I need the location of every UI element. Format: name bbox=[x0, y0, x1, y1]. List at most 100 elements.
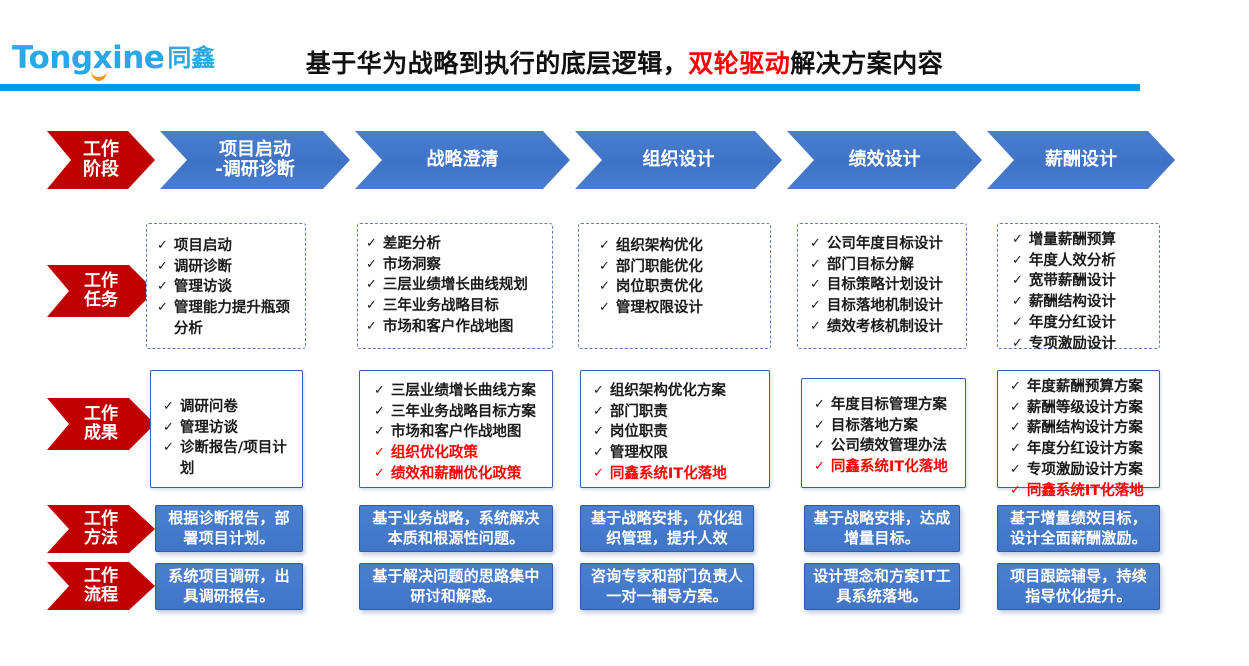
list-item: ✓公司绩效管理办法 bbox=[814, 436, 961, 457]
header-divider-bar bbox=[0, 84, 1140, 91]
list-item: ✓管理权限设计 bbox=[599, 298, 764, 319]
row-label-tasks: 工作 任务 bbox=[47, 265, 155, 317]
stage-chevron-3[interactable]: 组织设计 bbox=[575, 131, 782, 189]
list-item-text: 组织架构优化 bbox=[615, 238, 703, 254]
check-icon: ✓ bbox=[374, 465, 385, 481]
list-item: ✓ 岗位职责优化 bbox=[599, 277, 764, 298]
row-label-methods-text: 工作 方法 bbox=[84, 508, 118, 548]
list-item: ✓目标落地方案 bbox=[814, 416, 961, 437]
check-icon: ✓ bbox=[366, 236, 377, 251]
methods-cell-2: 基于业务战略，系统解决本质和根源性问题。 bbox=[359, 505, 553, 552]
page-title-prefix: 基于华为战略到执行的底层逻辑， bbox=[305, 49, 689, 78]
list-item: ✓调研诊断 bbox=[157, 257, 297, 278]
list-item: ✓ 差距分析 bbox=[366, 234, 546, 255]
list-item: ✓同鑫系统IT化落地 bbox=[593, 464, 765, 485]
list-item: ✓调研问卷 bbox=[163, 397, 296, 418]
list-item-text: 市场和客户作战地图 bbox=[382, 318, 514, 335]
stage-chevron-5-label: 薪酬设计 bbox=[1045, 148, 1117, 170]
check-icon: ✓ bbox=[374, 403, 385, 419]
list-item: ✓年度人效分析 bbox=[1012, 251, 1155, 272]
check-icon: ✓ bbox=[599, 279, 610, 295]
list-item-text: 薪酬结构设计 bbox=[1028, 294, 1116, 311]
tasks-cell-5: ✓增量薪酬预算 ✓年度人效分析 ✓宽带薪酬设计 ✓薪酬结构设计 ✓年度分红设计 … bbox=[997, 223, 1160, 352]
list-item: ✓组织优化政策 bbox=[374, 443, 548, 464]
list-item: ✓三年业务战略目标方案 bbox=[374, 402, 548, 423]
check-icon: ✓ bbox=[814, 397, 825, 412]
list-item: ✓三层业绩增长曲线方案 bbox=[374, 381, 548, 402]
process-text-5: 项目跟踪辅导，持续指导优化提升。 bbox=[1010, 566, 1147, 605]
page-header: Tongxine 同鑫 基于华为战略到执行的底层逻辑，双轮驱动解决方案内容 bbox=[0, 0, 1249, 92]
logo-smile-accent-icon bbox=[91, 68, 107, 81]
methods-cell-1: 根据诊断报告，部署项目计划。 bbox=[155, 505, 303, 552]
methods-cell-4: 基于战略安排，达成增量目标。 bbox=[804, 505, 960, 552]
outcomes-list-5: ✓年度薪酬预算方案 ✓薪酬等级设计方案 ✓薪酬结构设计方案 ✓年度分红设计方案 … bbox=[1010, 377, 1155, 501]
list-item-text: 目标策略计划设计 bbox=[826, 277, 943, 294]
tasks-list-4: ✓公司年度目标设计 ✓部门目标分解 ✓目标策略计划设计 ✓目标落地机制设计 ✓绩… bbox=[810, 234, 962, 338]
list-item-text: 同鑫系统IT化落地 bbox=[609, 465, 727, 482]
row-label-tasks-text: 工作 任务 bbox=[84, 270, 118, 310]
check-icon: ✓ bbox=[1012, 335, 1023, 351]
check-icon: ✓ bbox=[374, 445, 385, 461]
list-item-text: 同鑫系统IT化落地 bbox=[1026, 482, 1144, 499]
outcomes-cell-3: ✓组织架构优化方案 ✓部门职责 ✓岗位职责 ✓管理权限 ✓同鑫系统IT化落地 bbox=[580, 370, 770, 488]
list-item: ✓宽带薪酬设计 bbox=[1012, 271, 1155, 292]
list-item-text: 部门目标分解 bbox=[826, 256, 914, 273]
list-item-text: 年度目标管理方案 bbox=[830, 397, 947, 413]
list-item-text: 差距分析 bbox=[382, 236, 441, 252]
page-title: 基于华为战略到执行的底层逻辑，双轮驱动解决方案内容 bbox=[0, 44, 1249, 80]
stage-chevron-5[interactable]: 薪酬设计 bbox=[987, 131, 1175, 189]
outcomes-list-2: ✓三层业绩增长曲线方案 ✓三年业务战略目标方案 ✓ 市场和客户作战地图 ✓组织优化… bbox=[374, 381, 548, 485]
tasks-cell-4: ✓公司年度目标设计 ✓部门目标分解 ✓目标策略计划设计 ✓目标落地机制设计 ✓绩… bbox=[797, 223, 967, 349]
list-item-text: 岗位职责优化 bbox=[615, 279, 703, 296]
check-icon: ✓ bbox=[366, 298, 377, 314]
tasks-list-3: ✓ 组织架构优化 ✓部门职能优化 ✓ 岗位职责优化 ✓管理权限设计 bbox=[599, 236, 764, 319]
methods-text-3: 基于战略安排，优化组织管理，提升人效 bbox=[590, 508, 743, 547]
list-item: ✓市场和客户作战地图 bbox=[366, 317, 546, 338]
check-icon: ✓ bbox=[374, 383, 385, 398]
list-item: ✓岗位职责 bbox=[593, 422, 765, 443]
list-item: ✓ 专项激励设计 bbox=[1012, 334, 1155, 355]
list-item-text: 市场和客户作战地图 bbox=[390, 424, 522, 441]
stage-chevron-2[interactable]: 战略澄清 bbox=[355, 131, 570, 189]
list-item-text: 专项激励设计 bbox=[1028, 335, 1116, 352]
page-title-suffix: 解决方案内容 bbox=[790, 49, 944, 78]
process-text-3: 咨询专家和部门负责人一对一辅导方案。 bbox=[590, 566, 743, 605]
list-item: ✓部门职责 bbox=[593, 402, 765, 423]
check-icon: ✓ bbox=[157, 300, 168, 316]
list-item: ✓项目启动 bbox=[157, 236, 297, 257]
list-item: ✓部门职能优化 bbox=[599, 257, 764, 278]
list-item-text: 三年业务战略目标 bbox=[382, 298, 499, 315]
list-item: ✓专项激励设计方案 bbox=[1010, 460, 1155, 481]
stage-chevron-1-label: 项目启动 -调研诊断 bbox=[215, 138, 295, 180]
check-icon: ✓ bbox=[1010, 461, 1021, 477]
check-icon: ✓ bbox=[1012, 232, 1023, 247]
stage-chevron-1[interactable]: 项目启动 -调研诊断 bbox=[160, 131, 350, 189]
check-icon: ✓ bbox=[1010, 379, 1021, 394]
methods-cell-3: 基于战略安排，优化组织管理，提升人效 bbox=[580, 505, 754, 552]
list-item-text: 年度分红设计方案 bbox=[1026, 441, 1143, 458]
check-icon: ✓ bbox=[157, 258, 168, 274]
outcomes-list-4: ✓年度目标管理方案 ✓目标落地方案 ✓公司绩效管理办法 ✓同鑫系统IT化落地 bbox=[814, 395, 961, 478]
list-item-text: 调研问卷 bbox=[179, 399, 238, 415]
list-item: ✓ 年度目标管理方案 bbox=[814, 395, 961, 416]
list-item: ✓管理访谈 bbox=[157, 277, 297, 298]
list-item-text: 项目启动 bbox=[173, 238, 232, 254]
list-item: ✓年度分红设计方案 bbox=[1010, 439, 1155, 460]
check-icon: ✓ bbox=[374, 424, 385, 440]
list-item-text: 宽带薪酬设计 bbox=[1028, 273, 1116, 290]
outcomes-cell-5: ✓年度薪酬预算方案 ✓薪酬等级设计方案 ✓薪酬结构设计方案 ✓年度分红设计方案 … bbox=[997, 370, 1160, 499]
process-cell-5: 项目跟踪辅导，持续指导优化提升。 bbox=[997, 563, 1160, 610]
list-item-text: 公司年度目标设计 bbox=[826, 236, 943, 252]
check-icon: ✓ bbox=[593, 445, 604, 461]
list-item-text: 管理权限 bbox=[609, 445, 668, 462]
row-label-stage: 工作 阶段 bbox=[47, 131, 155, 189]
tasks-list-1: ✓项目启动 ✓调研诊断 ✓管理访谈 ✓管理能力提升瓶颈分析 bbox=[157, 236, 297, 340]
list-item: ✓市场洞察 bbox=[366, 255, 546, 276]
list-item-text: 目标落地机制设计 bbox=[826, 298, 943, 315]
check-icon: ✓ bbox=[1010, 399, 1021, 415]
methods-cell-5: 基于增量绩效目标，设计全面薪酬激励。 bbox=[997, 505, 1160, 552]
check-icon: ✓ bbox=[593, 403, 604, 419]
stage-chevron-4[interactable]: 绩效设计 bbox=[787, 131, 982, 189]
list-item-text: 薪酬结构设计方案 bbox=[1026, 420, 1143, 437]
